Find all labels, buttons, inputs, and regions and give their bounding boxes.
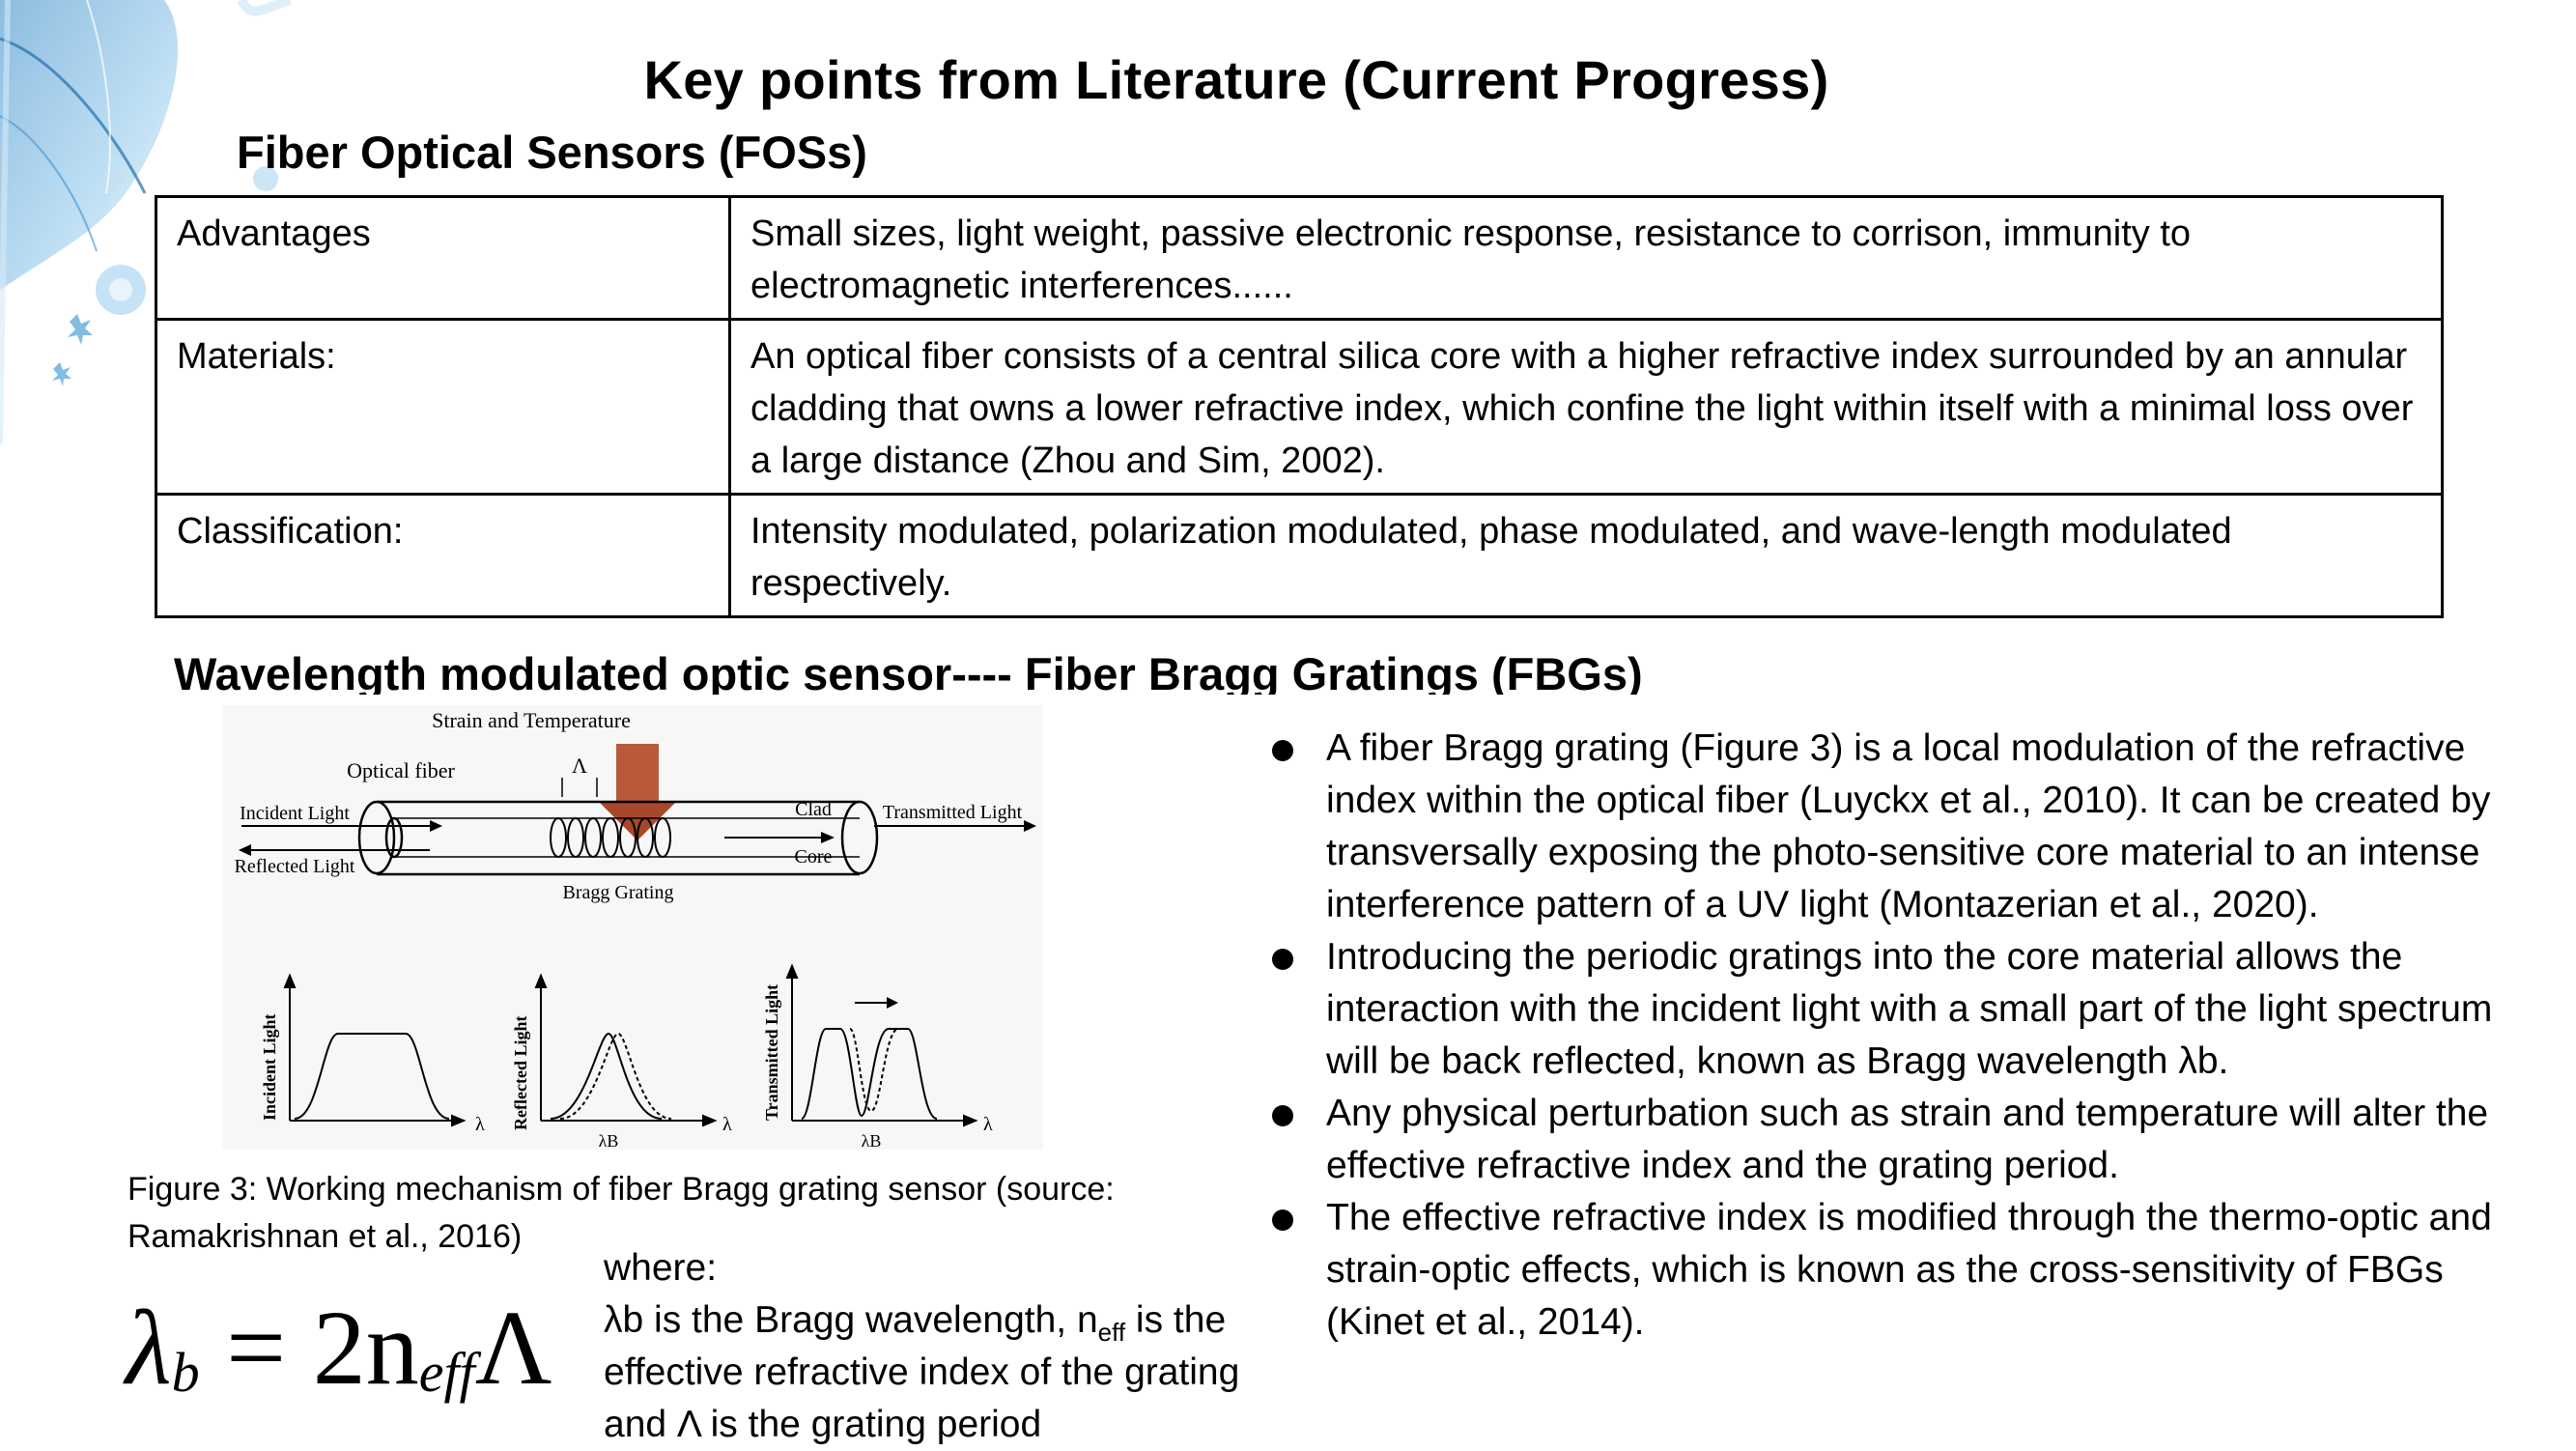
clad-label: Clad	[795, 799, 832, 820]
table-row: Classification: Intensity modulated, pol…	[155, 493, 2444, 618]
formula-neff-sub: eff	[418, 1341, 475, 1404]
row-text-advantages: Small sizes, light weight, passive elect…	[728, 195, 2444, 321]
reflected-label: Reflected Light	[235, 856, 355, 877]
bullet-icon	[1272, 1105, 1293, 1126]
grating-label: Bragg Grating	[563, 882, 674, 903]
where-label: where:	[604, 1247, 718, 1289]
table-row: Advantages Small sizes, light weight, pa…	[155, 195, 2444, 321]
fos-heading: Fiber Optical Sensors (FOSs)	[237, 127, 867, 178]
x-axis-symbol: λ	[983, 1114, 993, 1135]
row-text-classification: Intensity modulated, polarization modula…	[728, 493, 2444, 618]
strain-label: Strain and Temperature	[432, 708, 631, 732]
list-item: Any physical perturbation such as strain…	[1256, 1088, 2511, 1192]
bragg-symbol: λB	[862, 1131, 882, 1150]
feather-decoration	[0, 0, 292, 445]
table-row: Materials: An optical fiber consists of …	[155, 318, 2444, 496]
fos-table: Advantages Small sizes, light weight, pa…	[155, 195, 2444, 618]
transmitted-spectrum-plot	[785, 963, 978, 1127]
formula-lambda-sub: b	[171, 1341, 200, 1404]
formula-grating-period: Λ	[474, 1289, 552, 1407]
where-part1: λb is the Bragg wavelength, n	[604, 1299, 1098, 1341]
bullet-text: The effective refractive index is modifi…	[1326, 1197, 2492, 1343]
slide-title: Key points from Literature (Current Prog…	[643, 49, 1829, 110]
reflected-ylabel: Reflected Light	[511, 1016, 530, 1130]
row-text-materials: An optical fiber consists of a central s…	[728, 318, 2444, 496]
formula-lambda: λ	[126, 1289, 172, 1407]
strain-arrow-icon	[616, 744, 659, 802]
bullet-text: Any physical perturbation such as strain…	[1326, 1093, 2489, 1186]
formula-explanation: where: λb is the Bragg wavelength, neff …	[604, 1242, 1241, 1451]
lambda-label: Λ	[572, 754, 587, 778]
x-axis-symbol: λ	[722, 1114, 732, 1135]
bragg-formula: λb = 2neffΛ	[126, 1285, 552, 1428]
fiber-label: Optical fiber	[347, 758, 455, 782]
list-item: The effective refractive index is modifi…	[1256, 1192, 2511, 1349]
incident-label: Incident Light	[240, 803, 350, 824]
strain-arrowhead-icon	[599, 802, 676, 840]
row-label-advantages: Advantages	[155, 195, 731, 321]
bullet-icon	[1272, 1209, 1293, 1231]
bullet-icon	[1272, 949, 1293, 970]
transmitted-ylabel: Transmitted Light	[762, 984, 781, 1121]
fbg-bullet-list: A fiber Bragg grating (Figure 3) is a lo…	[1256, 723, 2511, 1349]
x-axis-symbol: λ	[475, 1114, 485, 1135]
transmitted-label: Transmitted Light	[883, 802, 1023, 823]
list-item: A fiber Bragg grating (Figure 3) is a lo…	[1256, 723, 2511, 931]
bullet-text: Introducing the periodic gratings into t…	[1326, 936, 2493, 1082]
row-label-classification: Classification:	[155, 493, 731, 618]
list-item: Introducing the periodic gratings into t…	[1256, 931, 2511, 1088]
bragg-grating	[550, 817, 671, 858]
where-sub: eff	[1097, 1317, 1126, 1347]
bullet-text: A fiber Bragg grating (Figure 3) is a lo…	[1326, 727, 2491, 925]
where-part2: is the effective refractive index of the…	[604, 1299, 1240, 1445]
reflected-spectrum-plot	[534, 973, 718, 1127]
bragg-symbol: λB	[599, 1131, 619, 1150]
incident-spectrum-plot	[283, 973, 467, 1127]
fbg-figure: Strain and Temperature Optical fiber Λ I…	[222, 705, 1043, 1150]
formula-equals: = 2n	[226, 1289, 419, 1407]
row-label-materials: Materials:	[155, 318, 731, 496]
core-label: Core	[795, 846, 833, 868]
bullet-icon	[1272, 740, 1293, 761]
fbg-heading: Wavelength modulated optic sensor---- Fi…	[174, 648, 1643, 695]
incident-ylabel: Incident Light	[260, 1013, 279, 1121]
figure-caption: Figure 3: Working mechanism of fiber Bra…	[127, 1171, 1115, 1255]
